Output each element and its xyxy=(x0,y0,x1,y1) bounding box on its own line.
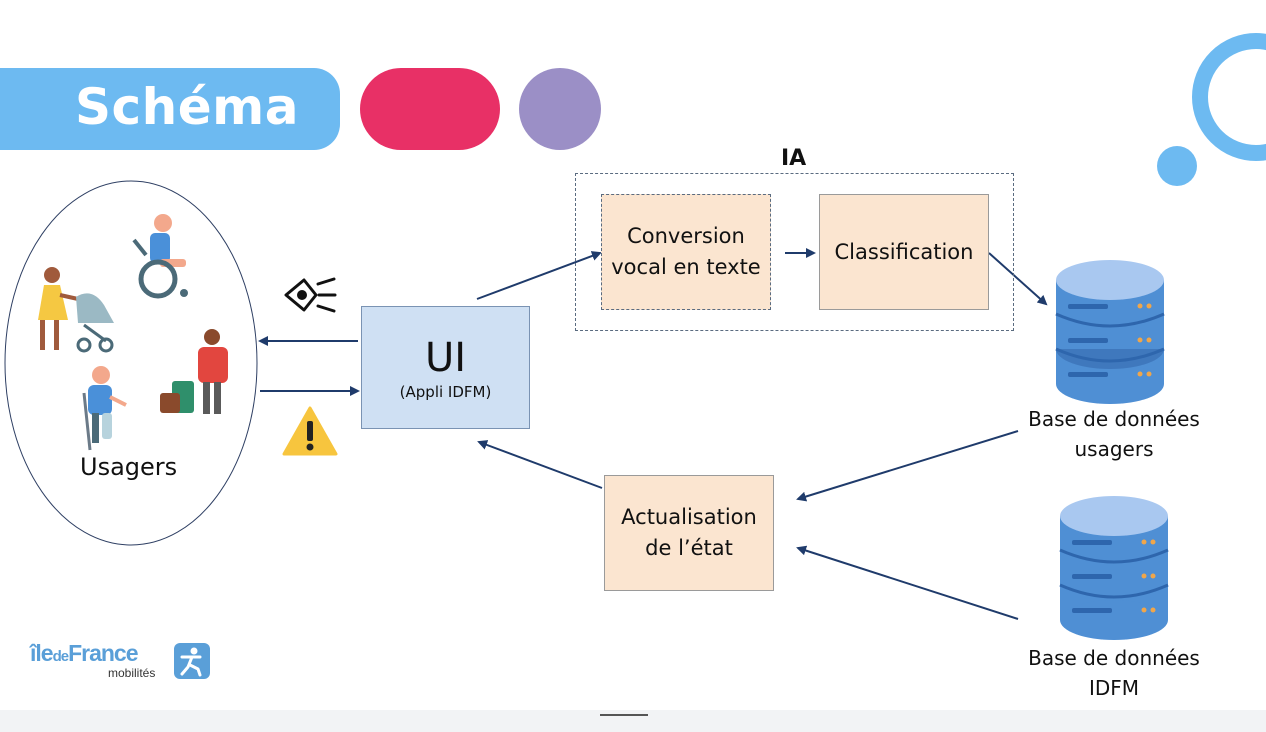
eye-speech-icon xyxy=(284,277,337,313)
ui-title: UI xyxy=(424,334,467,381)
users-group xyxy=(4,180,258,546)
logo-part-ile: île xyxy=(30,640,54,666)
wheelchair-person-icon xyxy=(132,214,188,299)
conversion-box: Conversion vocal en texte xyxy=(601,194,771,310)
db-idfm-label: Base de données IDFM xyxy=(994,643,1234,703)
stroller-person-icon xyxy=(38,267,114,353)
arrow-db-users-to-actualisation xyxy=(796,430,1019,502)
users-label: Usagers xyxy=(80,453,178,481)
ui-subtitle: (Appli IDFM) xyxy=(399,382,492,401)
actualisation-line2: de l’état xyxy=(645,536,733,560)
conversion-line2: vocal en texte xyxy=(611,255,761,279)
ui-box: UI (Appli IDFM) xyxy=(361,306,530,429)
db-users-label: Base de données usagers xyxy=(994,404,1234,464)
conversion-line1: Conversion xyxy=(627,224,745,248)
idfm-logo: îledeFrance mobilités xyxy=(30,640,155,680)
warning-icon xyxy=(282,406,338,456)
db-idfm-line2: IDFM xyxy=(1088,676,1140,700)
page-title: Schéma xyxy=(75,78,299,136)
classification-label: Classification xyxy=(834,240,974,264)
logo-wordmark: îledeFrance xyxy=(30,640,139,666)
db-users-line1: Base de données xyxy=(1028,407,1200,431)
logo-part-france: France xyxy=(68,640,138,666)
actualisation-line1: Actualisation xyxy=(621,505,757,529)
classification-box: Classification xyxy=(819,194,989,310)
actualisation-box: Actualisation de l’état xyxy=(604,475,774,591)
db-idfm-line1: Base de données xyxy=(1028,646,1200,670)
footer-line xyxy=(600,714,648,716)
arrow-classification-to-db xyxy=(988,252,1048,306)
decor-pink-pill xyxy=(360,68,500,150)
traveler-person-icon xyxy=(160,329,228,414)
logo-subtitle: mobilités xyxy=(108,666,156,680)
crutch-person-icon xyxy=(82,366,127,451)
database-icon xyxy=(1055,260,1165,404)
footer-bar xyxy=(0,710,1266,732)
decor-blue-dot xyxy=(1157,146,1197,186)
db-users-line2: usagers xyxy=(1074,437,1154,461)
title-banner xyxy=(0,68,340,150)
decor-purple-circle xyxy=(519,68,601,150)
arrow-db-idfm-to-actualisation xyxy=(796,545,1019,620)
database-icon xyxy=(1059,496,1169,640)
logo-runner-icon xyxy=(174,643,210,679)
arrow-actualisation-to-ui xyxy=(477,440,603,489)
users-ellipse xyxy=(4,180,258,546)
ia-label: IA xyxy=(781,146,807,171)
ia-frame xyxy=(575,173,1014,331)
logo-part-de: de xyxy=(52,648,69,665)
arrow-ui-to-conversion xyxy=(476,251,602,300)
